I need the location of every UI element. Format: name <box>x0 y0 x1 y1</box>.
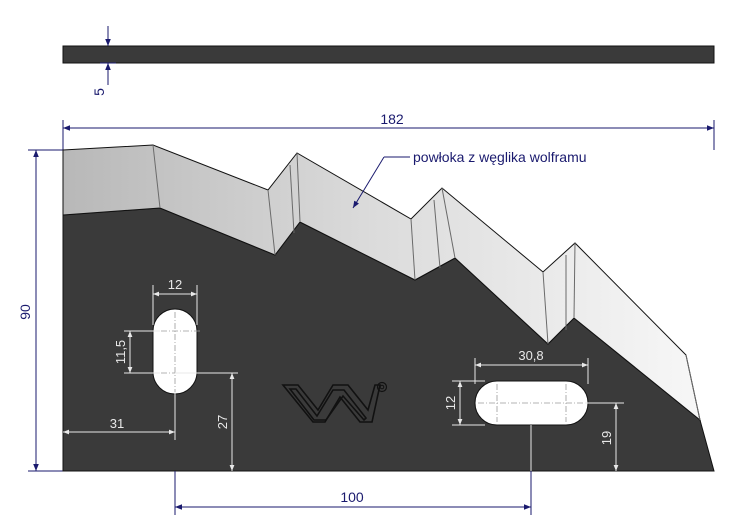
dim-total-length: 182 <box>380 111 404 127</box>
blade-thickness-bar <box>62 45 715 64</box>
dim-length-group: 182 <box>62 111 715 150</box>
dim-total-height: 90 <box>17 304 33 320</box>
dim-right-slot-y: 19 <box>599 431 614 445</box>
dim-left-slot-group <box>63 285 238 471</box>
dim-left-slot-y: 27 <box>215 415 230 429</box>
dim-left-slot-width: 12 <box>168 277 182 292</box>
dim-height-group: 90 <box>17 149 63 472</box>
dim-left-slot-x: 31 <box>110 416 124 431</box>
w-logo-icon <box>281 381 388 423</box>
dim-right-slot-group <box>452 358 624 471</box>
blade-edge-view: 5 <box>62 26 715 96</box>
dim-thickness: 5 <box>91 88 107 96</box>
coating-callout: powłoka z węglika wolframu <box>352 149 587 209</box>
coating-label: powłoka z węglika wolframu <box>413 149 587 165</box>
dim-slot-center-distance: 100 <box>340 489 364 505</box>
blade-body <box>62 144 715 472</box>
dim-right-slot-length: 30,8 <box>518 348 543 363</box>
dim-center-distance-group: 100 <box>174 471 532 515</box>
dim-right-slot-width: 12 <box>443 396 458 410</box>
dim-left-slot-length: 11,5 <box>113 340 128 364</box>
